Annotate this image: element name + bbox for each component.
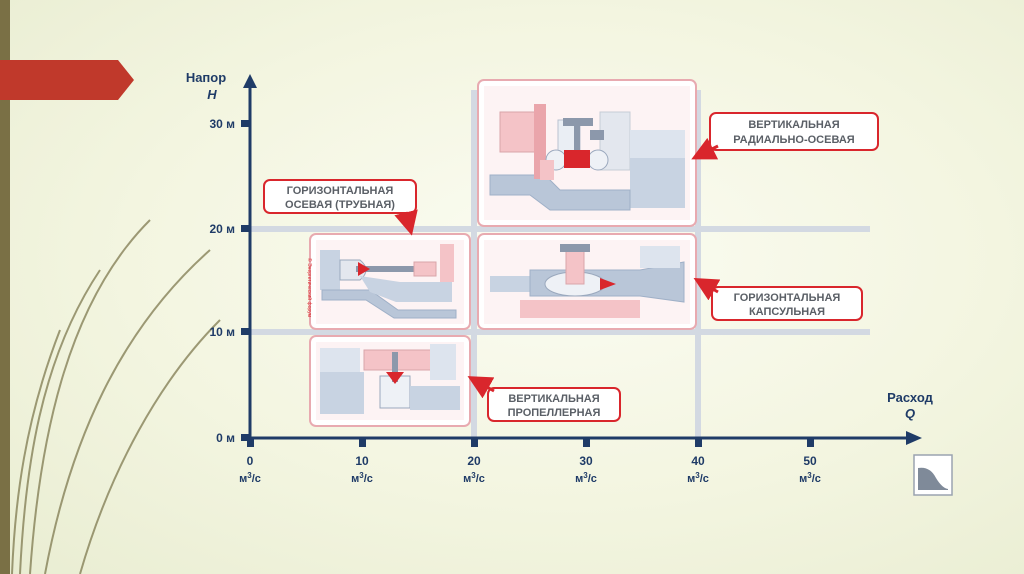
y-axis-title: Напор (186, 70, 226, 85)
callout-horizontal-tubular: ГОРИЗОНТАЛЬНАЯ ОСЕВАЯ (ТРУБНАЯ) (263, 179, 418, 236)
x-tick-group: 50 м3/с (799, 454, 821, 485)
callout-arrow-icon (691, 137, 719, 160)
x-tick-group: 40 м3/с (687, 454, 709, 485)
y-tick-label: 20 м (209, 222, 235, 236)
x-tick-group: 30 м3/с (575, 454, 597, 485)
turbine-diagram-horizontal-tubular: © Энергетический форум (306, 233, 471, 330)
x-ticks (247, 438, 814, 447)
callout-arrow-icon (693, 278, 721, 301)
x-tick-group: 20 м3/с (463, 454, 485, 485)
decorative-grass (11, 219, 221, 574)
callout-arrow-icon (467, 376, 495, 399)
callout-line1: ВЕРТИКАЛЬНАЯ (748, 119, 839, 131)
x-tick-label: 30 (579, 454, 593, 468)
x-tick-label: 10 (355, 454, 369, 468)
turbine-diagram-vertical-propeller (309, 335, 471, 427)
y-tick-label: 10 м (209, 325, 235, 339)
callout-line1: ГОРИЗОНТАЛЬНАЯ (734, 292, 841, 304)
x-tick-group: 0 м3/с (239, 454, 261, 485)
x-tick-unit: м3/с (463, 471, 485, 485)
callout-line2: КАПСУЛЬНАЯ (749, 306, 825, 318)
callout-line1: ГОРИЗОНТАЛЬНАЯ (287, 185, 394, 197)
turbine-diagram-horizontal-capsule (477, 233, 697, 330)
y-tick-label: 0 м (216, 431, 235, 445)
callout-line2: ПРОПЕЛЛЕРНАЯ (508, 407, 601, 419)
y-ticks (241, 120, 250, 441)
x-tick-labels: 0 м3/с 10 м3/с 20 м3/с 30 м3/с 40 м3/с 5… (239, 454, 821, 485)
callout-horizontal-capsule: ГОРИЗОНТАЛЬНАЯ КАПСУЛЬНАЯ (693, 278, 863, 321)
x-tick-unit: м3/с (351, 471, 373, 485)
x-tick-label: 50 (803, 454, 817, 468)
callout-line2: РАДИАЛЬНО-ОСЕВАЯ (733, 134, 855, 146)
left-band (0, 0, 10, 574)
y-axis-symbol: H (207, 87, 217, 102)
x-axis-arrow-icon (906, 431, 922, 445)
callout-line2: ОСЕВАЯ (ТРУБНАЯ) (285, 199, 395, 211)
x-tick-unit: м3/с (687, 471, 709, 485)
callout-arrow-icon (394, 209, 418, 236)
chart-thumbnail-icon[interactable] (913, 454, 953, 496)
callout-vertical-propeller: ВЕРТИКАЛЬНАЯ ПРОПЕЛЛЕРНАЯ (467, 376, 621, 422)
watermark: © Энергетический форум (306, 258, 313, 318)
x-axis-symbol: Q (905, 406, 915, 421)
x-tick-label: 0 (247, 454, 254, 468)
x-axis-title: Расход (887, 390, 933, 405)
header-tab (0, 60, 134, 100)
y-axis-arrow-icon (243, 74, 257, 88)
x-tick-unit: м3/с (799, 471, 821, 485)
callout-line1: ВЕРТИКАЛЬНАЯ (508, 393, 599, 405)
x-tick-unit: м3/с (239, 471, 261, 485)
turbine-diagram-vertical-francis (477, 79, 697, 227)
x-tick-label: 20 (467, 454, 481, 468)
x-tick-label: 40 (691, 454, 705, 468)
y-tick-label: 30 м (209, 117, 235, 131)
x-tick-unit: м3/с (575, 471, 597, 485)
callout-vertical-francis: ВЕРТИКАЛЬНАЯ РАДИАЛЬНО-ОСЕВАЯ (691, 112, 879, 160)
x-tick-group: 10 м3/с (351, 454, 373, 485)
